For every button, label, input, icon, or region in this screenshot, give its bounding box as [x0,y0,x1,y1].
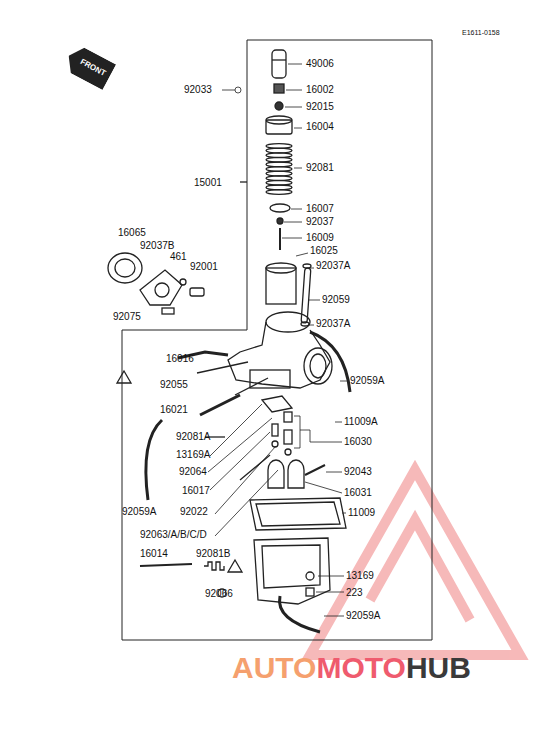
callout-number: 223 [346,587,363,598]
callout-number: 92015 [306,101,334,112]
callout-number: 92055 [160,379,188,390]
callout-number: 16031 [344,487,372,498]
callout-number: 92022 [180,506,208,517]
callout-number: 92066 [205,588,233,599]
callout-number: 92033 [184,84,212,95]
callout-number: 16016 [166,353,194,364]
callout-number: 92037B [140,240,174,251]
watermark: HUB [406,652,471,684]
callout-number: 92081A [176,431,210,442]
callout-number: 92043 [344,466,372,477]
watermark: AUTO [232,652,316,684]
callout-number: 92059 [322,294,350,305]
callout-number: 92063/A/B/C/D [140,529,207,540]
callout-number: 11009A [344,416,378,427]
callout-number: 92001 [190,261,218,272]
callout-number: 92059A [122,506,156,517]
callout-number: 16002 [306,84,334,95]
callout-number: 461 [170,251,187,262]
callout-number: 92059A [346,610,380,621]
callout-number: 13169 [346,570,374,581]
callout-number: 16014 [140,548,168,559]
callout-number: 92081 [306,162,334,173]
callout-number: 92037 [306,216,334,227]
callout-number: 92081B [196,548,230,559]
callout-number: 16021 [160,404,188,415]
callout-number: 16004 [306,121,334,132]
callout-number: 92064 [179,466,207,477]
callout-number: 16017 [182,485,210,496]
callout-number: 92037A [316,260,350,271]
callout-number: 16030 [344,436,372,447]
callout-number: 11009 [348,507,375,518]
drawing-code: E1611-0158 [462,28,500,37]
callout-number: 49006 [306,58,334,69]
callout-number: 92037A [316,318,350,329]
callout-number: 16007 [306,203,334,214]
callout-number: 15001 [194,177,222,188]
callout-number: 16065 [118,227,146,238]
callout-number: 16025 [310,245,338,256]
callout-number: 13169A [176,449,210,460]
callout-number: 92059A [350,375,384,386]
callout-number: 92075 [113,311,141,322]
front-label: FRONT [62,43,116,90]
callout-number: 16009 [306,232,334,243]
watermark: MOTO [316,652,405,684]
front-arrow-tag: FRONT [62,43,116,90]
